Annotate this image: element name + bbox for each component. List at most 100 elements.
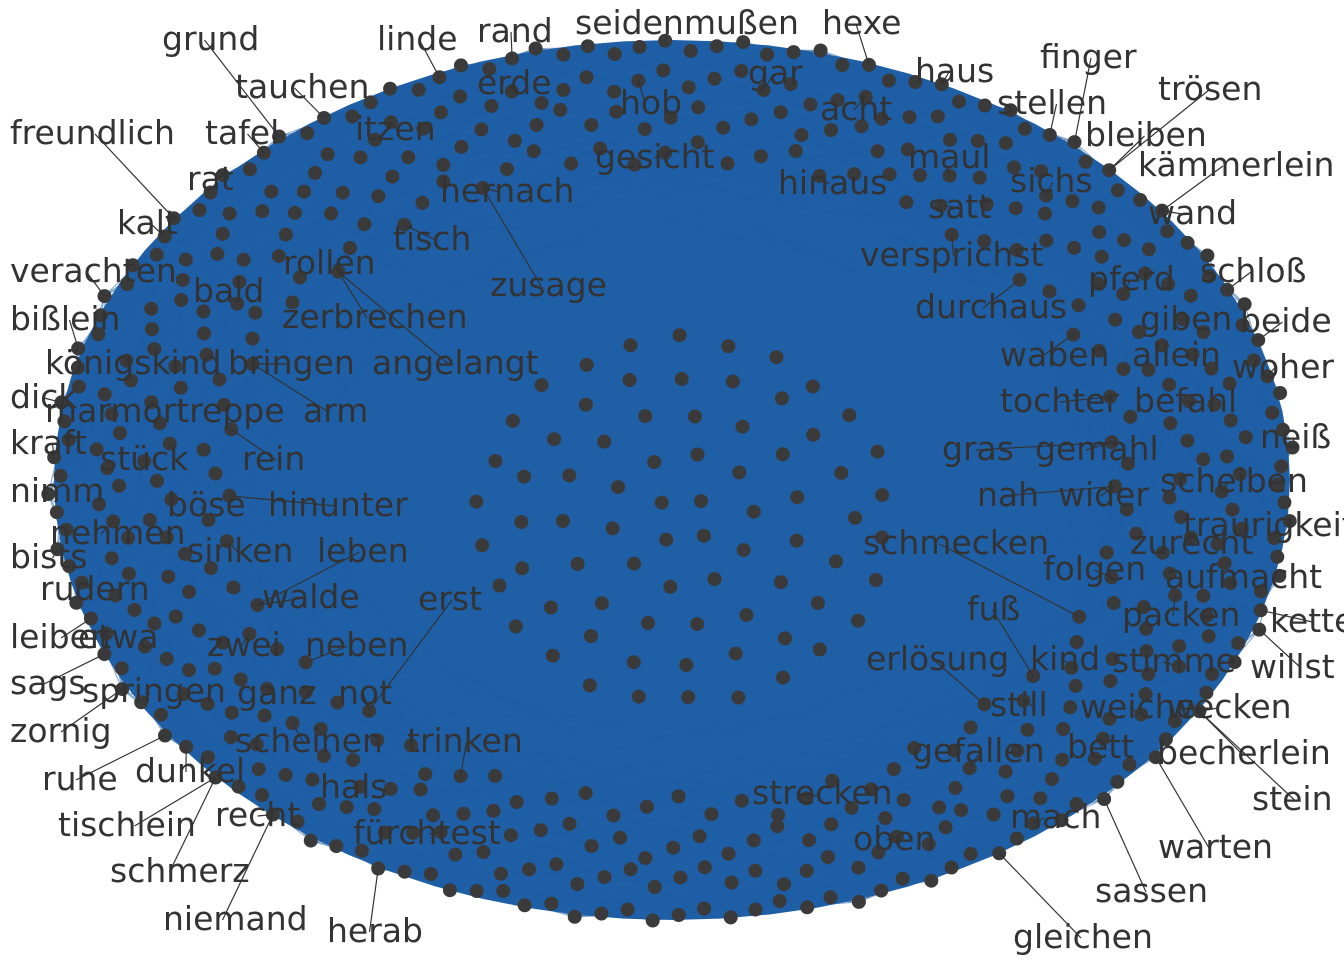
inner-node <box>534 378 549 392</box>
graph-edge <box>1101 256 1170 385</box>
outer-node <box>1039 233 1054 248</box>
graph-edge <box>238 786 552 905</box>
inner-node <box>626 655 641 670</box>
outer-node <box>92 497 106 512</box>
graph-edge <box>143 460 266 716</box>
graph-edge <box>983 440 1188 705</box>
graph-edge <box>645 771 1006 859</box>
inner-node <box>736 543 751 558</box>
node-label-oben: oben <box>853 819 935 858</box>
outer-node <box>1108 312 1123 327</box>
graph-edge <box>418 54 768 91</box>
label-leader-line <box>1258 629 1302 669</box>
graph-edge <box>851 750 1018 809</box>
outer-node <box>847 167 862 182</box>
outer-node <box>639 799 654 814</box>
graph-edge <box>1226 289 1273 413</box>
outer-node <box>363 95 378 110</box>
node-label-sassen: sassen <box>1095 871 1208 910</box>
graph-edge <box>753 594 1176 841</box>
inner-node <box>721 339 736 354</box>
node-label-trinken: trinken <box>407 721 523 760</box>
inner-node <box>679 658 694 672</box>
graph-edge <box>663 69 1007 144</box>
outer-node <box>494 866 508 881</box>
graph-edge <box>203 117 672 312</box>
outer-node <box>484 99 499 113</box>
graph-edge <box>1130 416 1278 558</box>
graph-edge <box>266 688 392 790</box>
graph-edge <box>716 45 890 82</box>
graph-edge <box>827 718 1110 858</box>
outer-node <box>1180 433 1195 448</box>
inner-node <box>848 510 862 525</box>
graph-edge <box>305 661 461 777</box>
node-label-stein: stein <box>1252 779 1333 818</box>
outer-node <box>1220 449 1234 464</box>
outer-node <box>278 227 293 242</box>
node-label-warten: warten <box>1158 827 1273 866</box>
inner-node <box>570 556 585 571</box>
graph-edge <box>1190 404 1216 538</box>
node-label-gemahl: gemahl <box>1035 429 1159 468</box>
graph-edge <box>1085 161 1268 377</box>
inner-node <box>746 504 761 519</box>
graph-edge <box>352 759 700 837</box>
node-label-packen: packen <box>1122 595 1240 634</box>
label-leader-line <box>1229 577 1234 584</box>
graph-edge <box>970 458 1204 728</box>
outer-node <box>517 898 532 913</box>
outer-node <box>772 894 787 908</box>
outer-node <box>161 569 176 584</box>
graph-edge <box>305 661 895 770</box>
outer-node <box>1200 248 1215 263</box>
label-leader-line <box>212 174 223 181</box>
node-label-hals: hals <box>320 767 388 806</box>
label-leader-line <box>140 691 151 703</box>
outer-node <box>330 695 345 710</box>
graph-edge <box>1109 396 1236 663</box>
outer-node <box>339 800 354 815</box>
node-label-itzen: itzen <box>355 109 436 148</box>
label-leader-line <box>482 187 500 193</box>
graph-edge <box>223 162 728 406</box>
graph-edge <box>1127 463 1262 592</box>
outer-node <box>1068 678 1083 693</box>
outer-node <box>777 877 791 892</box>
outer-node <box>854 119 869 134</box>
label-leader-line <box>75 734 166 781</box>
outer-node <box>1129 526 1144 541</box>
label-leader-line <box>939 543 1080 618</box>
node-layer <box>41 33 1300 928</box>
outer-node <box>226 580 241 595</box>
label-leader-line <box>1257 321 1283 341</box>
label-leader-line <box>1042 334 1074 357</box>
outer-node <box>851 894 866 909</box>
label-leader-line <box>150 223 166 237</box>
graph-edge <box>909 116 1047 197</box>
outer-node <box>681 80 696 95</box>
outer-node <box>707 71 722 86</box>
outer-node <box>500 162 514 177</box>
label-leader-line <box>1199 707 1219 712</box>
outer-node <box>902 110 917 125</box>
node-label-waben: waben <box>1000 335 1109 374</box>
graph-edge <box>156 480 177 617</box>
node-label-sichs: sichs <box>1010 161 1093 200</box>
graph-edge <box>986 203 1171 424</box>
node-label-grund: grund <box>162 19 259 58</box>
inner-node <box>672 328 687 343</box>
outer-node <box>709 39 724 54</box>
inner-node <box>475 538 490 553</box>
outer-node <box>453 89 468 104</box>
outer-node <box>504 84 519 99</box>
graph-edge <box>233 187 484 588</box>
outer-node <box>454 58 468 73</box>
outer-node <box>567 909 582 924</box>
graph-edge <box>506 168 1074 336</box>
outer-node <box>1055 752 1070 767</box>
graph-edge <box>613 552 1107 816</box>
outer-node <box>771 808 786 822</box>
outer-node <box>215 226 230 241</box>
outer-node <box>1092 343 1106 358</box>
